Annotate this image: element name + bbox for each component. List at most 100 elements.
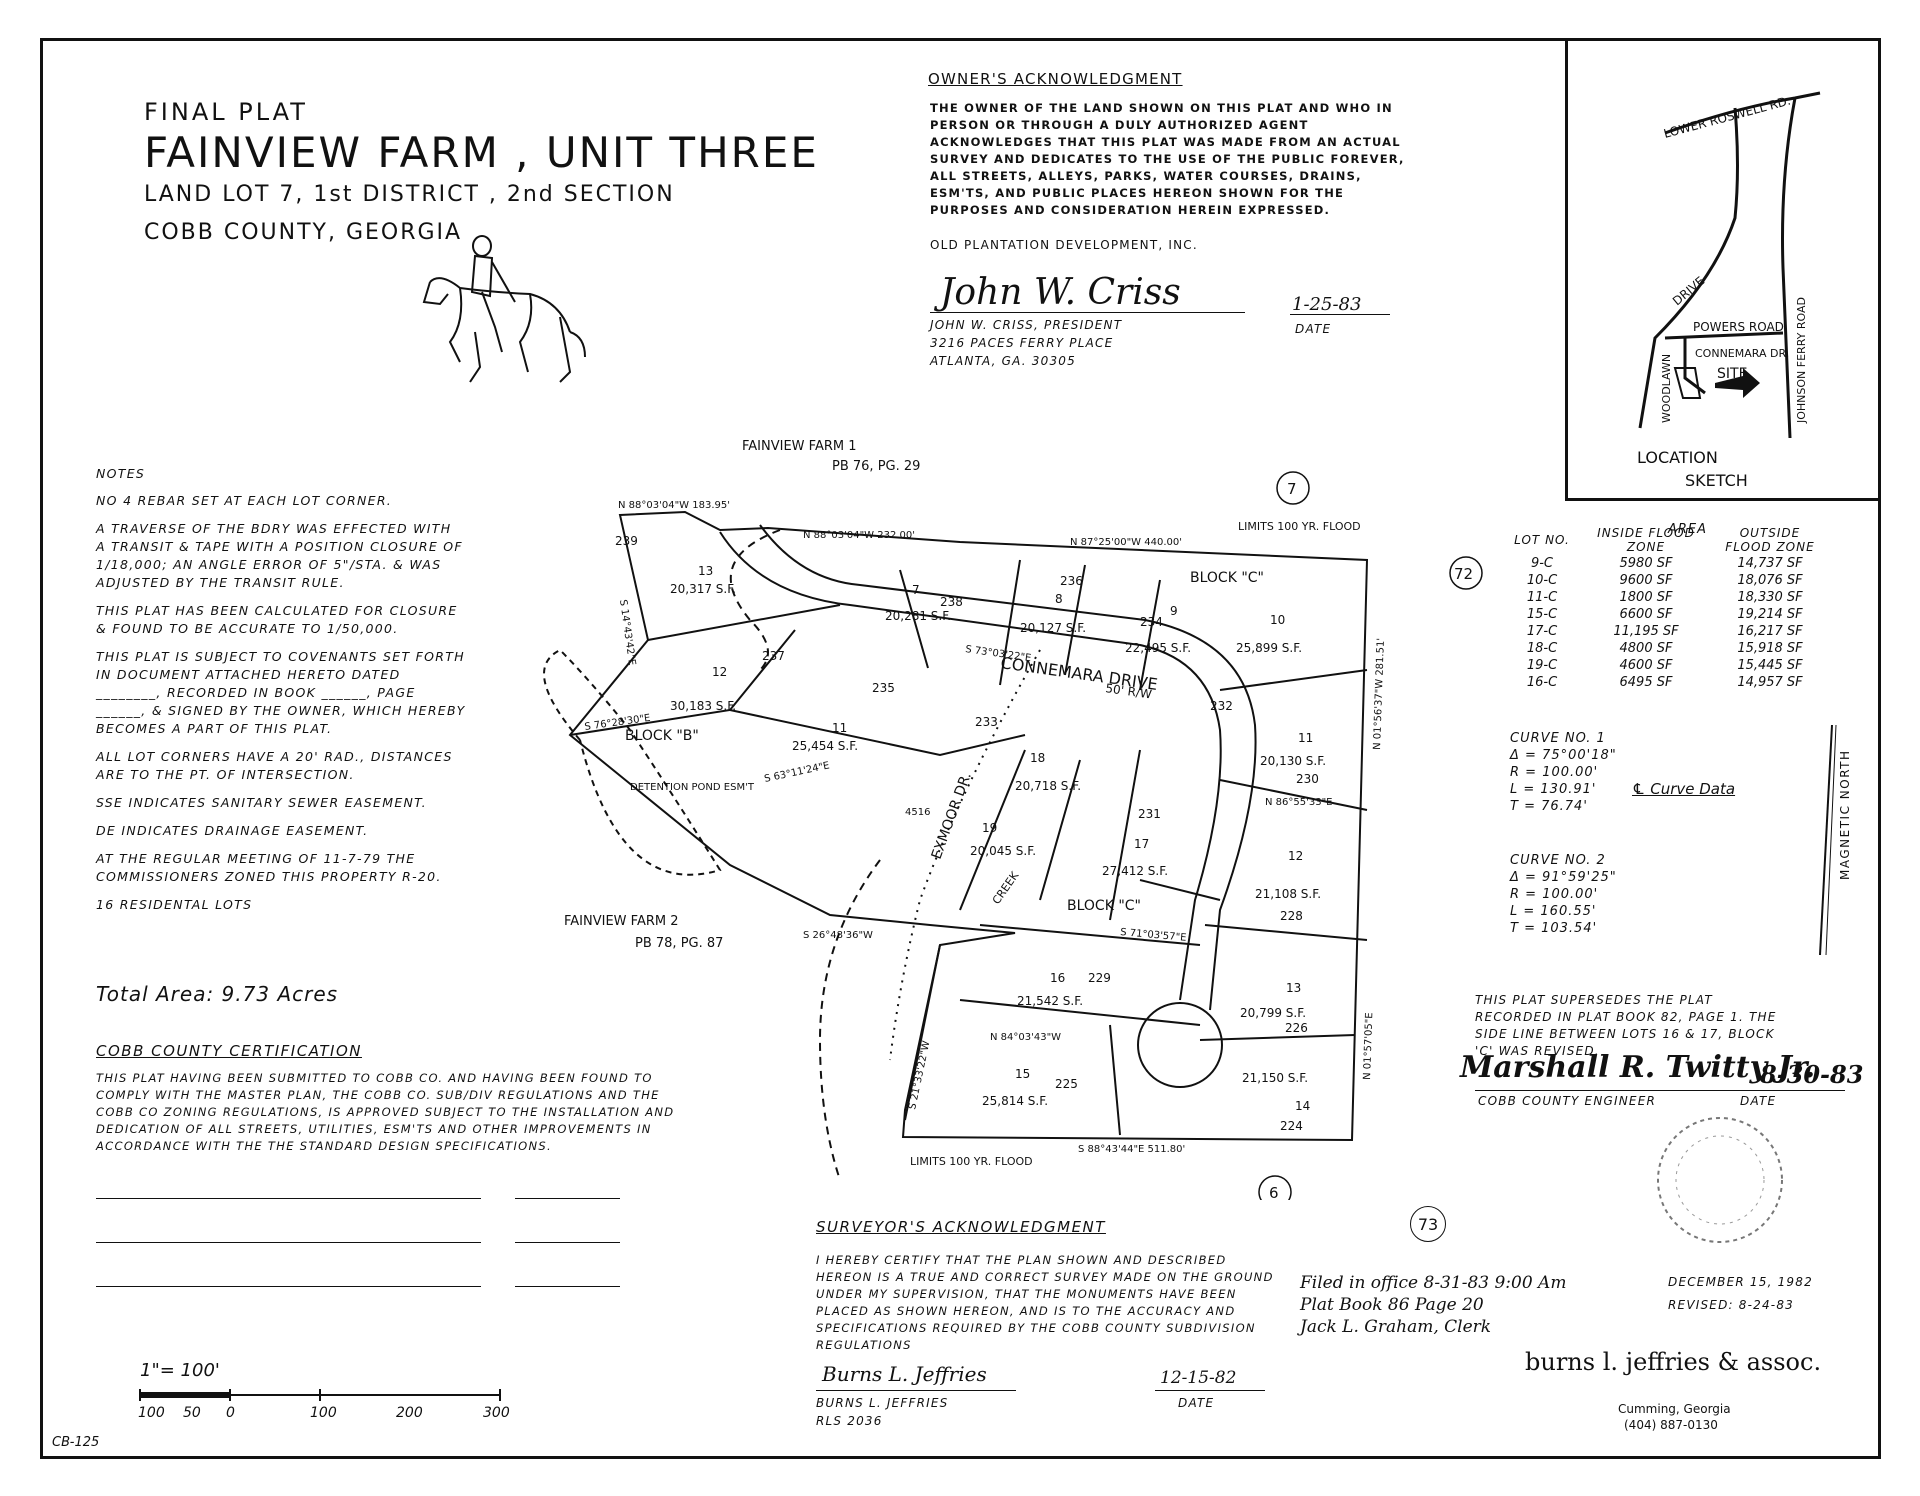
bearing-3: N 87°25'00"W 440.00' bbox=[1070, 537, 1182, 548]
cert-date-line-1 bbox=[515, 1198, 620, 1199]
lot-13c-n: 13 bbox=[1286, 981, 1301, 995]
sketch-caption: SKETCH bbox=[1685, 471, 1748, 490]
curve-1-delta: Δ = 75°00'18" bbox=[1510, 748, 1617, 763]
lot-17-n: 17 bbox=[1134, 837, 1149, 851]
note-8: AT THE REGULAR MEETING OF 11-7-79 THE CO… bbox=[96, 851, 442, 884]
subdivision-boundary bbox=[568, 510, 1369, 1142]
lot-12-area: 30,183 S.F. bbox=[670, 699, 736, 713]
magnetic-north-arrow bbox=[1819, 724, 1837, 956]
scale-bar bbox=[139, 1389, 501, 1401]
bearing-13: S 14°43'42"E bbox=[617, 599, 637, 666]
lot-14-addr: 224 bbox=[1280, 1119, 1303, 1133]
cl-curve-data-label: ℄ Curve Data bbox=[1632, 780, 1736, 798]
lot-10-addr: 232 bbox=[1210, 699, 1233, 713]
engineer-title: COBB COUNTY ENGINEER bbox=[1478, 1094, 1657, 1108]
owner-signer-name: JOHN W. CRISS, PRESIDENT bbox=[930, 318, 1123, 332]
owner-date-label: DATE bbox=[1295, 322, 1332, 336]
note-7: DE INDICATES DRAINAGE EASEMENT. bbox=[96, 823, 369, 838]
lot-17-addr: 231 bbox=[1138, 807, 1161, 821]
map-limits-2: LIMITS 100 YR. FLOOD bbox=[910, 1155, 1033, 1168]
scale-tick-100b: 100 bbox=[310, 1405, 337, 1421]
map-exmoor: EXMOOR DR. bbox=[929, 770, 975, 861]
lot-13-n: 13 bbox=[698, 564, 713, 578]
curve-2-radius: R = 100.00' bbox=[1510, 887, 1599, 902]
area-col-inside: INSIDE FLOOD ZONE bbox=[1597, 526, 1695, 554]
owner-signature: John W. Criss bbox=[940, 272, 1181, 313]
area-col-lot: LOT NO. bbox=[1514, 533, 1570, 547]
engineer-date-label: DATE bbox=[1740, 1094, 1777, 1108]
lot-18-addr: 233 bbox=[975, 715, 998, 729]
note-9: 16 RESIDENTAL LOTS bbox=[96, 897, 253, 912]
owner-date-value: 1-25-83 bbox=[1292, 294, 1362, 315]
map-circles: 7 72 6 bbox=[1258, 471, 1483, 1200]
cobb-cert-heading: COBB COUNTY CERTIFICATION bbox=[96, 1042, 362, 1060]
lot-19-area: 20,045 S.F. bbox=[970, 844, 1036, 858]
lot-15-area: 25,814 S.F. bbox=[982, 1094, 1048, 1108]
scale-tick-200: 200 bbox=[396, 1405, 423, 1421]
note-5: ALL LOT CORNERS HAVE A 20' RAD., DISTANC… bbox=[96, 749, 453, 782]
plat-date: DECEMBER 15, 1982 bbox=[1668, 1275, 1813, 1289]
engineer-signature-line bbox=[1475, 1090, 1845, 1091]
lot-16-addr: 229 bbox=[1088, 971, 1111, 985]
lot-16-area: 21,542 S.F. bbox=[1017, 994, 1083, 1008]
title-county: COBB COUNTY, GEORGIA bbox=[144, 220, 463, 245]
cert-sign-line-1 bbox=[96, 1198, 481, 1199]
lot-7-n: 7 bbox=[912, 583, 920, 597]
bearing-14: S 26°48'36"W bbox=[803, 930, 873, 941]
firm-city: Cumming, Georgia bbox=[1618, 1402, 1731, 1416]
connemara-drive-south-edge bbox=[759, 524, 1257, 1011]
bearing-5: N 01°56'37"W 281.51' bbox=[1372, 638, 1387, 750]
lot-9-area: 22,495 S.F. bbox=[1125, 641, 1191, 655]
location-sketch-box bbox=[1565, 38, 1878, 501]
scale-tick-50: 50 bbox=[183, 1405, 201, 1421]
map-ff2-pb: PB 78, PG. 87 bbox=[635, 936, 723, 951]
connemara-drive-north-edge bbox=[719, 531, 1222, 1001]
horse-rider-logo bbox=[422, 235, 586, 383]
cert-sign-line-3 bbox=[96, 1286, 481, 1287]
road-connemara: CONNEMARA DR. bbox=[1695, 347, 1789, 360]
lot-15-n: 15 bbox=[1015, 1067, 1030, 1081]
map-creek: CREEK bbox=[990, 869, 1022, 907]
map-ff1-pb: PB 76, PG. 29 bbox=[832, 459, 920, 474]
surveyor-rls: RLS 2036 bbox=[816, 1414, 883, 1428]
road-lower-roswell: LOWER ROSWELL RD. bbox=[1662, 94, 1792, 141]
lot-11-addr: 235 bbox=[872, 681, 895, 695]
supersedes-note: THIS PLAT SUPERSEDES THE PLAT RECORDED I… bbox=[1475, 993, 1777, 1058]
lot-7-area: 20,281 S.F. bbox=[885, 609, 951, 623]
bearing-12: N 86°55'33"E bbox=[1265, 797, 1333, 808]
surveyor-ack-body: I HEREBY CERTIFY THAT THE PLAN SHOWN AND… bbox=[816, 1253, 1274, 1352]
lot-15-addr: 225 bbox=[1055, 1077, 1078, 1091]
curve-1-length: L = 130.91' bbox=[1510, 782, 1597, 797]
lot-12-addr: 237 bbox=[762, 649, 785, 663]
lot-11c-n: 11 bbox=[1298, 731, 1313, 745]
lot-12c-area: 21,108 S.F. bbox=[1255, 887, 1321, 901]
circle-7: 7 bbox=[1287, 480, 1297, 498]
scale-tick-0: 0 bbox=[226, 1405, 235, 1421]
map-block-c: BLOCK "C" bbox=[1190, 570, 1264, 586]
sheet-id: CB-125 bbox=[52, 1435, 100, 1450]
lot-8-addr: 236 bbox=[1060, 574, 1083, 588]
owners-ack-heading: OWNER'S ACKNOWLEDGMENT bbox=[928, 70, 1183, 88]
owner-address-1: 3216 PACES FERRY PLACE bbox=[930, 336, 1114, 350]
county-seal-stamp bbox=[1657, 1117, 1783, 1243]
map-limits-1: LIMITS 100 YR. FLOOD bbox=[1238, 520, 1361, 533]
curve-2-length: L = 160.55' bbox=[1510, 904, 1597, 919]
scale-tick-100a: 100 bbox=[138, 1405, 165, 1421]
surveyor-date-label: DATE bbox=[1178, 1396, 1215, 1410]
curve-1-tangent: T = 76.74' bbox=[1510, 799, 1588, 814]
curve-2-delta: Δ = 91°59'25" bbox=[1510, 870, 1617, 885]
lot-19-n: 19 bbox=[982, 821, 997, 835]
cert-date-line-3 bbox=[515, 1286, 620, 1287]
road-woodlawn: WOODLAWN bbox=[1660, 354, 1673, 423]
surveyor-name: BURNS L. JEFFRIES bbox=[816, 1396, 949, 1410]
lot-13c-addr: 226 bbox=[1285, 1021, 1308, 1035]
note-3: THIS PLAT HAS BEEN CALCULATED FOR CLOSUR… bbox=[96, 603, 458, 636]
plat-sheet-border bbox=[40, 38, 1881, 1459]
bearing-9: S 63°11'24"E bbox=[763, 760, 830, 785]
curve-2-name: CURVE NO. 2 bbox=[1510, 853, 1606, 868]
map-street-row: 50' R/W bbox=[1105, 681, 1153, 701]
